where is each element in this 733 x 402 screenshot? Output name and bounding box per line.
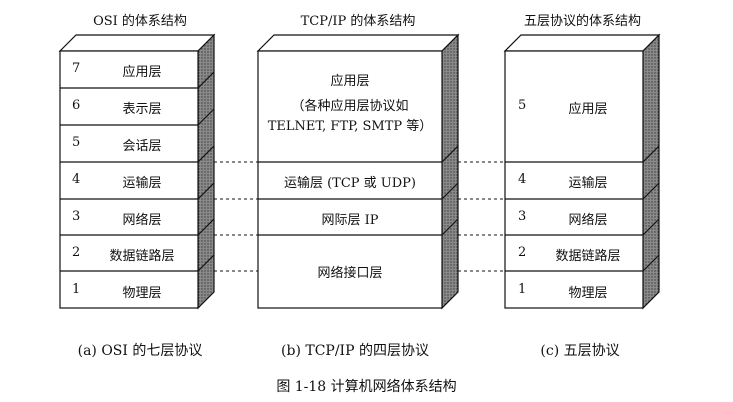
five-layer-caption: (c) 五层协议	[540, 343, 620, 359]
tcpip-application-detail-2: TELNET, FTP, SMTP 等）	[267, 119, 433, 134]
figure-caption: 图 1-18 计算机网络体系结构	[276, 379, 457, 395]
layer-name: 应用层	[122, 65, 162, 80]
layer-number: 4	[72, 172, 81, 187]
layer-number: 3	[518, 209, 527, 224]
osi-caption: (a) OSI 的七层协议	[77, 343, 203, 359]
tcpip-internet-layer: 网际层 IP	[321, 213, 379, 228]
layer-number: 1	[518, 282, 527, 297]
layer-name: 物理层	[568, 286, 608, 301]
layer-number: 5	[72, 135, 81, 150]
layer-name: 网络层	[122, 213, 162, 228]
tcpip-transport-layer: 运输层 (TCP 或 UDP)	[283, 176, 417, 191]
tcpip-network-interface-layer: 网络接口层	[317, 266, 383, 281]
osi-title: OSI 的体系结构	[93, 14, 187, 29]
layer-number: 6	[72, 98, 81, 113]
layer-name: 物理层	[122, 286, 162, 301]
layer-name: 网络层	[568, 213, 608, 228]
tcpip-title: TCP/IP 的体系结构	[300, 14, 416, 29]
five-layer-stack	[503, 33, 661, 310]
layer-number: 2	[518, 245, 527, 260]
five-layer-title: 五层协议的体系结构	[523, 14, 641, 29]
layer-name: 表示层	[122, 102, 162, 117]
layer-name: 运输层	[122, 176, 162, 191]
layer-name: 数据链路层	[555, 249, 621, 264]
correspondence-lines	[214, 161, 505, 272]
layer-number: 4	[518, 172, 527, 187]
layer-name: 数据链路层	[109, 249, 175, 264]
tcpip-application-layer: 应用层	[330, 74, 370, 89]
layer-number: 3	[72, 209, 81, 224]
layer-number: 1	[72, 282, 81, 297]
tcpip-stack	[256, 33, 460, 310]
tcpip-caption: (b) TCP/IP 的四层协议	[281, 343, 429, 359]
layer-name: 应用层	[568, 102, 608, 117]
layer-number: 7	[72, 61, 81, 76]
tcpip-application-detail-1: （各种应用层协议如	[291, 99, 409, 114]
layer-name: 运输层	[568, 176, 608, 191]
layer-number: 5	[518, 98, 527, 113]
layer-number: 2	[72, 245, 81, 260]
layer-name: 会话层	[122, 139, 162, 154]
osi-stack	[58, 33, 216, 310]
